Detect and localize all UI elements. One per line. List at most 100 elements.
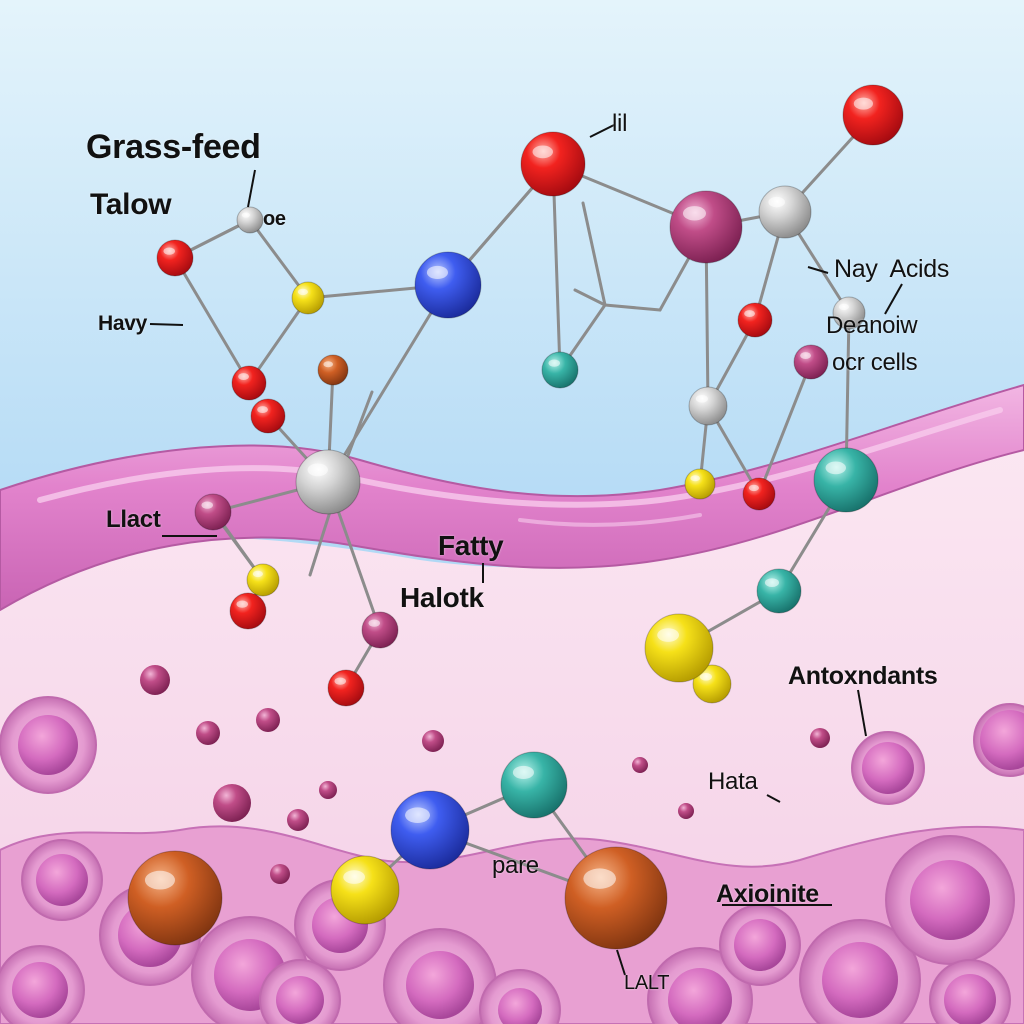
vesicle [140, 665, 170, 695]
atom-highlight [764, 578, 780, 588]
atom-highlight [238, 373, 249, 380]
atom-highlight [405, 807, 430, 823]
atom-highlight [853, 97, 874, 110]
atom-red [231, 365, 267, 401]
atom-yellow [684, 468, 716, 500]
atom-highlight [744, 310, 755, 317]
atom-yellow [291, 281, 325, 315]
cell-nucleus [406, 951, 474, 1019]
atom-magenta [194, 493, 232, 531]
atom-highlight [512, 765, 534, 780]
atom-red [737, 302, 773, 338]
atom-red [327, 669, 365, 707]
atom-highlight [548, 359, 560, 367]
cell-nucleus [980, 710, 1024, 770]
atom-red [742, 477, 776, 511]
cell-nucleus [822, 942, 898, 1018]
atom-highlight [682, 206, 706, 221]
label-fatty: Fatty [438, 530, 504, 561]
cell-nucleus [18, 715, 78, 775]
vesicle [678, 803, 694, 819]
atom-highlight [695, 394, 708, 403]
atom-highlight [144, 870, 176, 890]
atom-red [520, 131, 586, 197]
atom-silver [758, 185, 812, 239]
atom-silver [688, 386, 728, 426]
membrane-highlight [518, 513, 702, 527]
cell-membrane [0, 383, 1024, 612]
cell-nucleus [862, 742, 914, 794]
label-antoxndants: Antoxndants [788, 662, 938, 690]
label-lalt: LALT [624, 972, 670, 994]
atom-red [229, 592, 267, 630]
label-lil: lil [612, 110, 628, 137]
vesicle [810, 728, 830, 748]
atom-blue [414, 251, 482, 319]
atom-highlight [825, 461, 846, 475]
cell-nucleus [276, 976, 324, 1024]
label-grass-feed: Grass-feed [86, 128, 261, 166]
atom-highlight [241, 212, 250, 218]
atom-blue [390, 790, 470, 870]
atom-highlight [334, 677, 346, 685]
cell-nucleus [944, 974, 996, 1024]
bond [757, 360, 813, 496]
vesicle [270, 864, 290, 884]
bond [551, 162, 562, 372]
label-talow: Talow [90, 188, 172, 221]
atom-teal [541, 351, 579, 389]
label-ocr-cells: ocr cells [832, 349, 918, 376]
atom-highlight [343, 870, 365, 884]
atom-highlight [657, 628, 679, 642]
cell-nucleus [498, 988, 542, 1024]
atom-yellow [330, 855, 400, 925]
cell-nucleus [668, 968, 732, 1024]
atom-highlight [297, 288, 308, 296]
atom-magenta [669, 190, 743, 264]
atom-yellow [246, 563, 280, 597]
atom-highlight [426, 265, 448, 280]
cell-nucleus [734, 919, 786, 971]
label-nay-acids: Nay Acids [834, 255, 950, 283]
bond [173, 256, 251, 385]
atom-magenta [793, 344, 829, 380]
bond [581, 201, 607, 307]
vesicle [213, 784, 251, 822]
atom-highlight [838, 303, 849, 311]
label-oe: oe [263, 208, 286, 230]
cell-nucleus [910, 860, 990, 940]
atom-highlight [690, 475, 700, 482]
atom-highlight [163, 247, 176, 255]
atom-red [156, 239, 194, 277]
atom-teal [500, 751, 568, 819]
label-havy: Havy [98, 312, 148, 335]
atom-highlight [368, 619, 380, 627]
atom-silver [295, 449, 361, 515]
atom-brown [564, 846, 668, 950]
atom-highlight [307, 463, 329, 477]
atom-highlight [236, 600, 249, 608]
atom-magenta [361, 611, 399, 649]
atom-highlight [768, 196, 785, 208]
atom-highlight [252, 570, 263, 578]
molecule-atoms [127, 84, 904, 950]
label-llact: Llact [106, 506, 161, 533]
bond [247, 296, 310, 385]
atom-silver [236, 206, 264, 234]
atom-brown [127, 850, 223, 946]
label-pointers [149, 124, 903, 976]
label-hata: Hata [708, 768, 758, 795]
label-deanoiw: Deanoiw [826, 312, 918, 339]
atom-highlight [532, 145, 553, 159]
atom-highlight [323, 361, 334, 368]
cell-nucleus [12, 962, 68, 1018]
atom-red [842, 84, 904, 146]
vesicle [422, 730, 444, 752]
atom-highlight [583, 868, 616, 889]
vesicle [256, 708, 280, 732]
atom-highlight [699, 672, 712, 681]
atom-highlight [257, 406, 268, 413]
atom-highlight [800, 352, 811, 359]
atom-teal [756, 568, 802, 614]
atom-yellow [644, 613, 714, 683]
